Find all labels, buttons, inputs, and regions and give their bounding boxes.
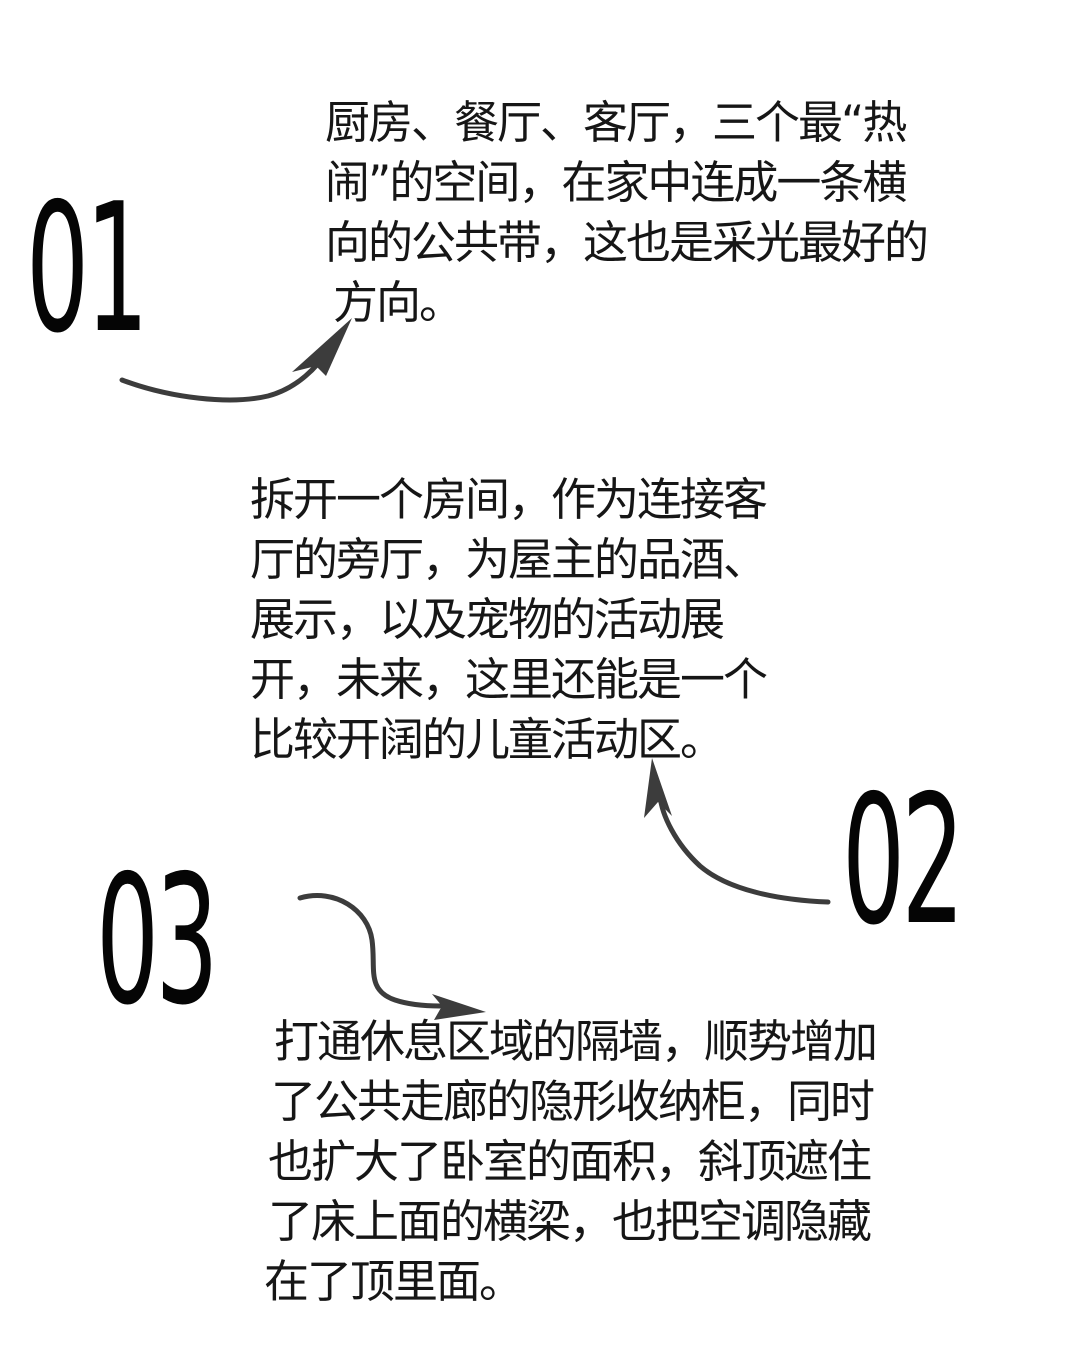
section-number-01: 01 [26,165,149,372]
text-line: 开，未来，这里还能是一个 [250,653,768,706]
text-line: 了床上面的横梁，也把空调隐藏 [268,1195,872,1248]
text-line: 了公共走廊的隐形收纳柜，同时 [271,1075,875,1128]
section-01-text: 厨房、餐厅、客厅，三个最“热 闹”的空间，在家中连成一条横 向的公共带，这也是采… [325,93,929,333]
text-line: 厅的旁厅，为屋主的品酒、 [250,533,768,586]
text-line: 闹”的空间，在家中连成一条横 [325,156,907,209]
text-line: 向的公共带，这也是采光最好的 [325,216,929,269]
text-line: 也扩大了卧室的面积，斜顶遮住 [268,1135,872,1188]
section-03-text: 打通休息区域的隔墙，顺势增加 了公共走廊的隐形收纳柜，同时 也扩大了卧室的面积，… [264,1012,878,1312]
text-line: 打通休息区域的隔墙，顺势增加 [274,1015,878,1068]
text-line: 在了顶里面。 [264,1255,524,1308]
arrow-icon [119,318,352,403]
text-line: 厨房、餐厅、客厅，三个最“热 [325,96,907,149]
text-line: 展示，以及宠物的活动展 [250,593,725,646]
section-number-03: 03 [96,837,219,1044]
section-number-02: 02 [842,757,965,964]
arrow-icon [297,893,486,1020]
text-line: 拆开一个房间，作为连接客 [250,473,768,526]
text-line: 方向。 [333,276,464,329]
arrow-icon [644,758,831,905]
section-02-text: 拆开一个房间，作为连接客 厅的旁厅，为屋主的品酒、 展示，以及宠物的活动展 开，… [250,470,768,770]
text-line: 比较开阔的儿童活动区。 [250,713,725,766]
